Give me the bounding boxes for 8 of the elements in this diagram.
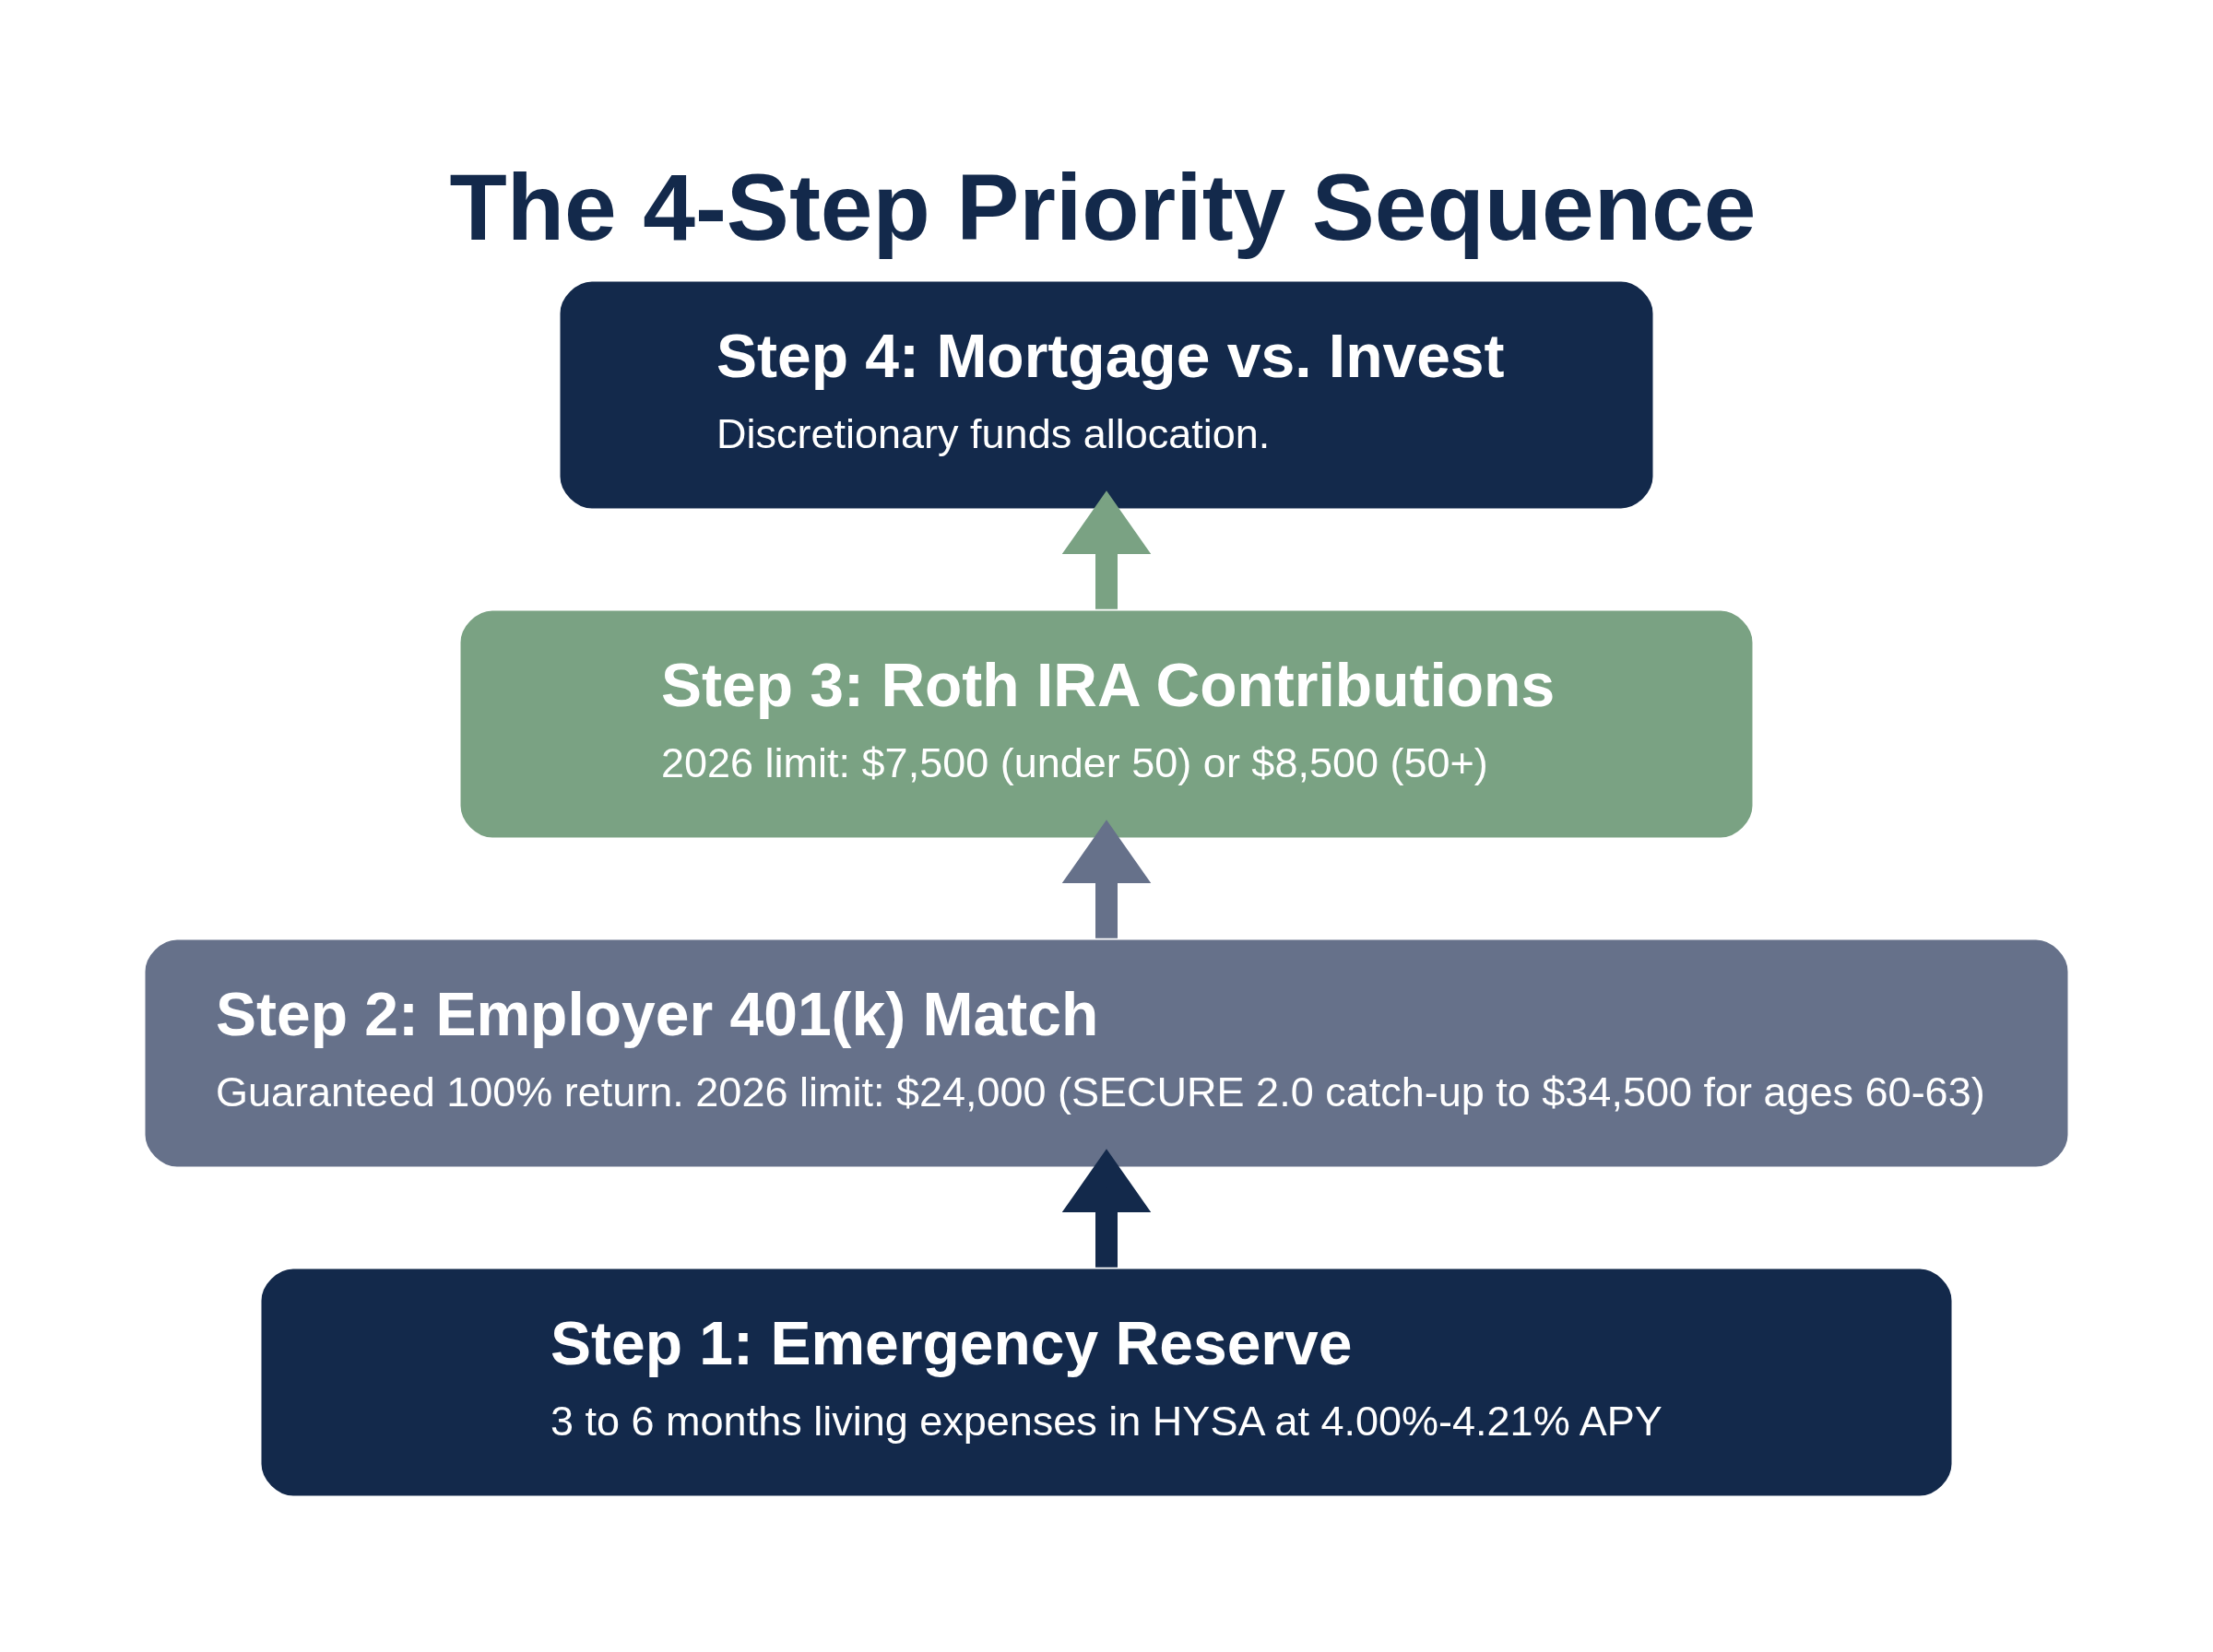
node-box: Step 2: Employer 401(k) Match Guaranteed 100% return. 2026 limit: $24,000 (SECURE 2.0 catch-up to $34,500 for ages 60-63)	[142, 937, 2071, 1169]
node-box: Step 4: Mortgage vs. Invest Discretionary funds allocation.	[557, 278, 1656, 511]
diagram-title: The 4-Step Priority Sequence	[449, 154, 1757, 260]
node-box: Step 3: Roth IRA Contributions 2026 limit: $7,500 (under 50) or $8,500 (50+)	[457, 608, 1756, 840]
node-box: Step 1: Emergency Reserve 3 to 6 months living expenses in HYSA at 4.00%-4.21% APY	[258, 1266, 1955, 1498]
arrow	[1061, 819, 1152, 938]
arrow	[1061, 490, 1152, 609]
arrow	[1061, 1148, 1152, 1268]
